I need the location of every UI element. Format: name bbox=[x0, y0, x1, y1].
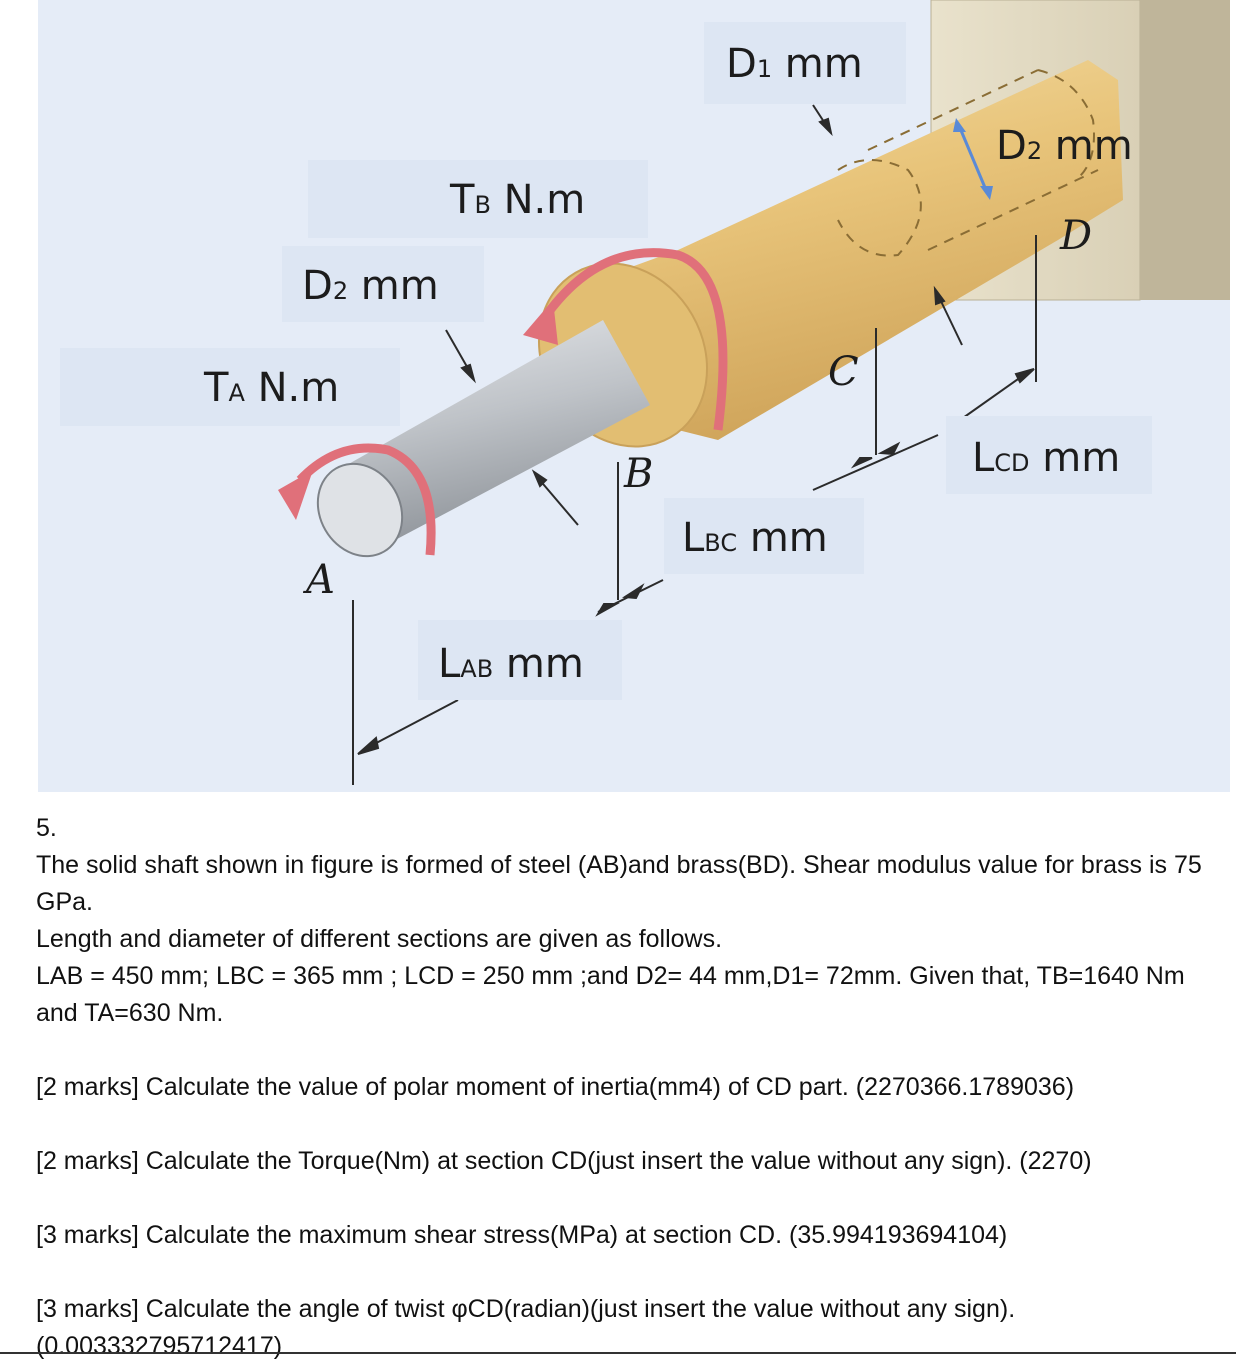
question-text: 5. The solid shaft shown in figure is fo… bbox=[36, 810, 1226, 1365]
label-lab: LAB mm bbox=[438, 641, 584, 687]
d2-diameter-arrow bbox=[953, 118, 993, 200]
question-part-2: [2 marks] Calculate the Torque(Nm) at se… bbox=[36, 1147, 1092, 1175]
bottom-divider bbox=[0, 1352, 1236, 1354]
point-b: B bbox=[624, 451, 654, 497]
label-d2-left: D2 mm bbox=[302, 263, 439, 309]
point-d: D bbox=[1060, 213, 1093, 259]
pointer-arrows bbox=[445, 104, 963, 526]
label-lbc: LBC mm bbox=[682, 515, 828, 561]
shaft-diagram bbox=[278, 0, 1230, 785]
label-d1: D1 mm bbox=[726, 41, 863, 87]
question-intro-3: LAB = 450 mm; LBC = 365 mm ; LCD = 250 m… bbox=[36, 962, 1185, 1027]
question-part-1: [2 marks] Calculate the value of polar m… bbox=[36, 1073, 1075, 1101]
label-lcd: LCD mm bbox=[972, 435, 1121, 481]
shaft-figure: D1 mm D2 mm TB N.m D2 mm TA N.m LCD mm L… bbox=[38, 0, 1230, 792]
steel-shaft-ab bbox=[316, 320, 650, 558]
question-part-3: [3 marks] Calculate the maximum shear st… bbox=[36, 1221, 1008, 1249]
torque-arrow-ta bbox=[278, 443, 436, 556]
question-intro-1: The solid shaft shown in figure is forme… bbox=[36, 851, 1202, 916]
label-tb: TB N.m bbox=[450, 177, 586, 223]
label-d2-top: D2 mm bbox=[996, 123, 1133, 169]
question-number: 5. bbox=[36, 814, 57, 842]
torque-arrow-tb bbox=[523, 248, 728, 431]
label-ta: TA N.m bbox=[204, 365, 340, 411]
point-c: C bbox=[828, 349, 859, 395]
question-intro-2: Length and diameter of different section… bbox=[36, 925, 723, 953]
dimension-lines bbox=[352, 235, 1037, 785]
point-a: A bbox=[306, 557, 335, 603]
